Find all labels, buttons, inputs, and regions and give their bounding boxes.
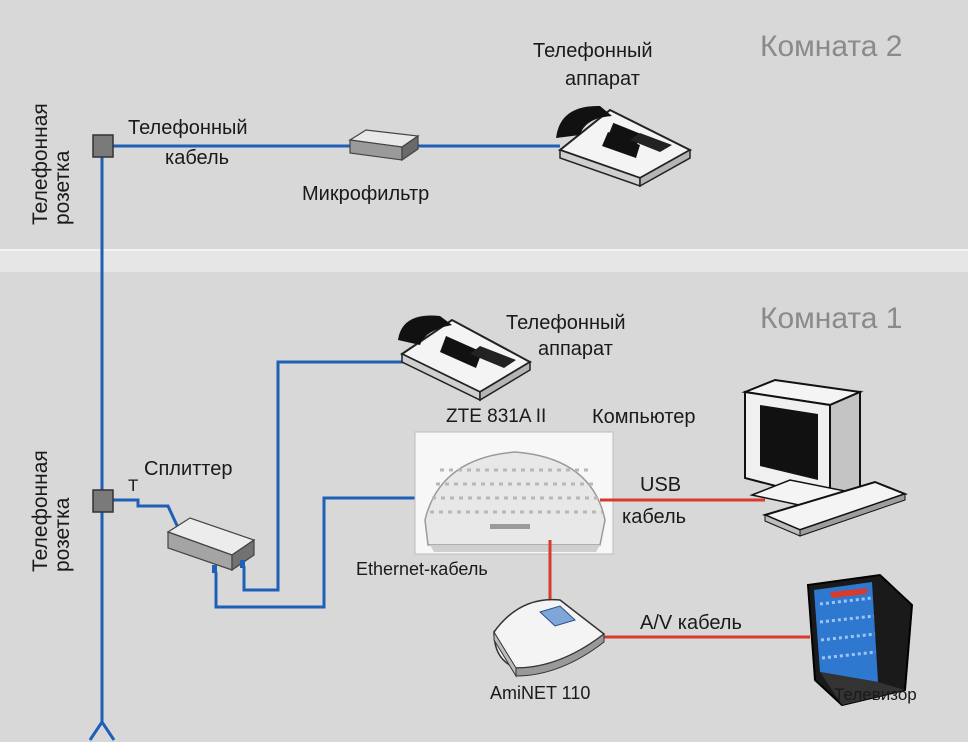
splitter-device [166,517,256,573]
ethernet-cable-label: Ethernet-кабель [356,559,488,579]
room2-phone-label-1: Телефонный [533,40,653,62]
modem-label: ZTE 831A II [446,406,547,427]
room2-title: Комната 2 [760,30,903,63]
room2-socket-label: Телефонная розетка [29,103,75,225]
tv-device [806,573,914,707]
room1-phone-label-2: аппарат [538,338,613,360]
av-cable-label: A/V кабель [640,612,742,634]
settop-label: AmiNET 110 [490,683,591,703]
riser-fork [88,721,116,741]
room1-phone-label-1: Телефонный [506,312,626,334]
usb-cable-label-2: кабель [622,506,687,528]
room1-title: Комната 1 [760,302,903,335]
tv-label: Телевизор [834,685,917,704]
computer-device [741,378,908,537]
socket-label-line1: Телефонная [29,103,52,225]
room2-cable-label-2: кабель [165,147,230,169]
socket-label-line1: Телефонная [29,450,52,572]
room-divider [0,250,968,272]
room2-phone-label-2: аппарат [565,68,640,90]
socket-label-line2: розетка [51,150,75,225]
room2-cable-label-1: Телефонный [128,117,248,139]
room1-socket-cable [106,498,182,533]
microfilter-label: Микрофильтр [302,183,430,205]
splitter-modem-cable [214,496,418,609]
microfilter-device [348,129,420,162]
room1-telephone [398,315,533,402]
room2-telephone [556,105,693,188]
splitter-phone-cable [242,360,405,592]
splitter-t-label: T [128,476,139,495]
computer-label: Компьютер [592,406,696,428]
settop-device [493,598,606,678]
room2-wall-socket [92,134,114,158]
usb-cable-label-1: USB [640,474,682,496]
room1-socket-label: Телефонная розетка [29,450,75,572]
room1-wall-socket [92,489,114,513]
modem-device [414,431,614,555]
splitter-label: Сплиттер [144,458,233,480]
socket-label-line2: розетка [51,497,75,572]
